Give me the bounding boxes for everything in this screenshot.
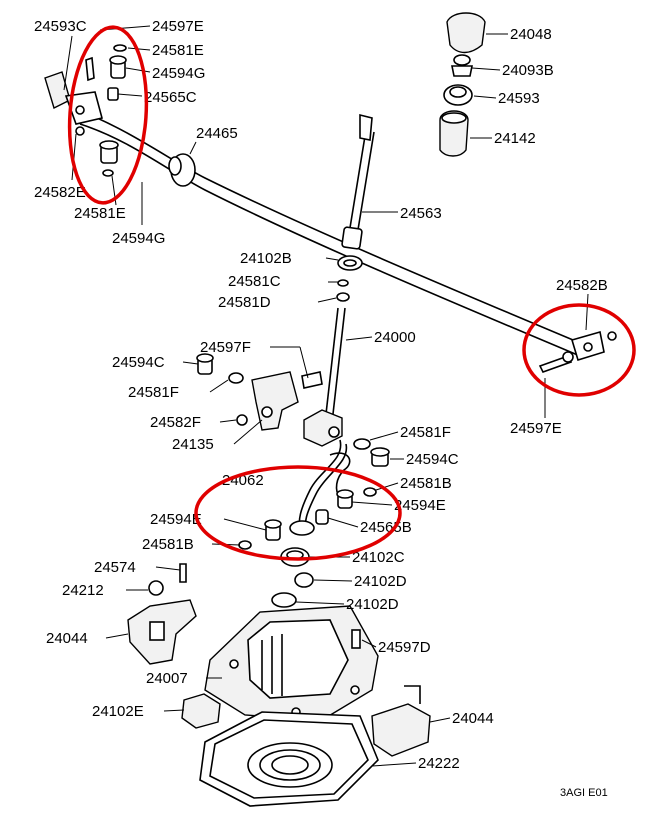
upper-left-small-parts bbox=[75, 44, 127, 177]
label-24044-right: 24044 bbox=[452, 710, 494, 727]
label-24594C-right: 24594C bbox=[406, 451, 459, 468]
label-24593C: 24593C bbox=[34, 18, 87, 35]
shift-link bbox=[289, 439, 351, 536]
shift-knob-stack bbox=[439, 12, 486, 157]
label-24594G-bottom: 24594G bbox=[112, 230, 165, 247]
left-center-small-parts bbox=[196, 353, 248, 426]
select-lever bbox=[303, 307, 346, 447]
label-24594C-left: 24594C bbox=[112, 354, 165, 371]
label-24597E-top: 24597E bbox=[152, 18, 204, 35]
label-24102C: 24102C bbox=[352, 549, 405, 566]
label-24007: 24007 bbox=[146, 670, 188, 687]
highlight-circle-center bbox=[194, 465, 402, 561]
label-24581F-right: 24581F bbox=[400, 424, 451, 441]
label-24142: 24142 bbox=[494, 130, 536, 147]
label-24563: 24563 bbox=[400, 205, 442, 222]
label-24565B: 24565B bbox=[360, 519, 412, 536]
label-24212: 24212 bbox=[62, 582, 104, 599]
right-end-bracket bbox=[538, 330, 617, 373]
label-24048: 24048 bbox=[510, 26, 552, 43]
left-end-bracket bbox=[44, 71, 103, 125]
label-24582B: 24582B bbox=[556, 277, 608, 294]
label-24222: 24222 bbox=[418, 755, 460, 772]
label-24581E-top: 24581E bbox=[152, 42, 204, 59]
label-24581E-bottom: 24581E bbox=[74, 205, 126, 222]
label-24594G-top: 24594G bbox=[152, 65, 205, 82]
label-24581B-right: 24581B bbox=[400, 475, 452, 492]
right-bracket-24044 bbox=[371, 685, 431, 757]
label-24582F: 24582F bbox=[150, 414, 201, 431]
label-24044-left: 24044 bbox=[46, 630, 88, 647]
label-24581D: 24581D bbox=[218, 294, 271, 311]
label-24565C: 24565C bbox=[144, 89, 197, 106]
label-24135: 24135 bbox=[172, 436, 214, 453]
label-24597E-right: 24597E bbox=[510, 420, 562, 437]
shifter-housing bbox=[204, 605, 379, 721]
label-24102D-lower: 24102D bbox=[346, 596, 399, 613]
label-24594E-right: 24594E bbox=[394, 497, 446, 514]
center-washers bbox=[336, 255, 363, 302]
label-24000: 24000 bbox=[374, 329, 416, 346]
label-24597D: 24597D bbox=[378, 639, 431, 656]
label-24581F-left: 24581F bbox=[128, 384, 179, 401]
highlight-circles bbox=[67, 25, 636, 561]
lower-bushings bbox=[271, 547, 314, 608]
label-24597F: 24597F bbox=[200, 339, 251, 356]
part-labels: 24593C 24597E 24581E 24594G 24565C 24582… bbox=[34, 18, 608, 799]
highlight-circle-upper-left bbox=[67, 25, 149, 205]
label-24102D-upper: 24102D bbox=[354, 573, 407, 590]
label-24574: 24574 bbox=[94, 559, 136, 576]
label-24594E-left: 24594E bbox=[150, 511, 202, 528]
label-24102E: 24102E bbox=[92, 703, 144, 720]
label-24102B: 24102B bbox=[240, 250, 292, 267]
shift-lever-rod bbox=[341, 113, 375, 250]
highlight-circle-right bbox=[522, 303, 636, 397]
leader-lines bbox=[63, 25, 589, 767]
left-bracket-24044 bbox=[127, 563, 197, 665]
clip-24102E bbox=[181, 693, 221, 729]
label-24581C: 24581C bbox=[228, 273, 281, 290]
figure-code: 3AGI E01 bbox=[560, 787, 608, 799]
label-24582E: 24582E bbox=[34, 184, 86, 201]
label-24093B: 24093B bbox=[502, 62, 554, 79]
label-24465: 24465 bbox=[196, 125, 238, 142]
label-24581B-left: 24581B bbox=[142, 536, 194, 553]
right-center-small-parts bbox=[238, 438, 390, 550]
label-24593: 24593 bbox=[498, 90, 540, 107]
shift-boot bbox=[199, 711, 379, 807]
bracket-24135 bbox=[251, 371, 323, 431]
